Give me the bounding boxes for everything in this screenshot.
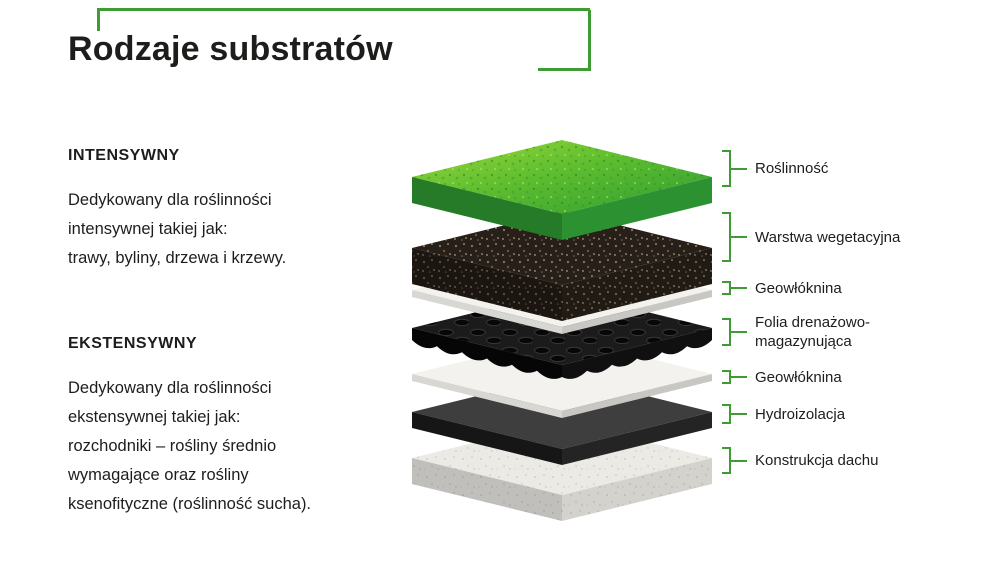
callout-drainage-foil: Folia drenażowo-magazynująca [722, 314, 905, 350]
callout-geotextile-upper: Geowłóknina [722, 279, 842, 297]
callout-bracket [722, 150, 731, 187]
callout-waterproofing: Hydroizolacja [722, 404, 845, 424]
section-body-intensywny: Dedykowany dla roślinności intensywnej t… [68, 191, 287, 267]
callout-connector-line [731, 413, 747, 415]
green-roof-layer-stack-diagram [412, 140, 712, 521]
callout-connector-line [731, 459, 747, 462]
layer-label-vegetation: Roślinność [755, 160, 829, 177]
callout-bracket [722, 404, 731, 424]
section-ekstensywny: EKSTENSYWNY Dedykowany dla roślinności e… [68, 335, 378, 519]
callout-connector-line [731, 236, 747, 238]
section-body-ekstensywny: Dedykowany dla roślinności ekstensywnej … [68, 379, 312, 513]
section-intensywny: INTENSYWNY Dedykowany dla roślinności in… [68, 147, 378, 273]
layer-grass-vegetation [412, 140, 712, 240]
callout-vegetation: Roślinność [722, 150, 828, 187]
callout-connector-line [731, 167, 747, 170]
callout-vegetation-layer: Warstwa wegetacyjna [722, 212, 900, 262]
callout-connector-line [731, 331, 747, 333]
callout-bracket [722, 318, 731, 346]
layer-label-waterproofing: Hydroizolacja [755, 405, 846, 423]
callout-connector-line [731, 376, 747, 378]
section-heading-intensywny: INTENSYWNY [68, 147, 180, 164]
layer-label-vegetation-layer: Warstwa wegetacyjna [755, 228, 901, 246]
layer-label-roof-structure: Konstrukcja dachu [755, 452, 879, 469]
page-title: Rodzaje substratów [68, 30, 393, 68]
callout-bracket [722, 281, 731, 295]
callout-connector-line [731, 287, 747, 289]
layer-label-geotextile-upper: Geowłóknina [755, 279, 842, 297]
callout-bracket [722, 212, 731, 262]
layer-substrate-soil [412, 211, 712, 321]
callout-bracket [722, 447, 731, 474]
title-accent-line-right [538, 10, 591, 71]
callout-geotextile-lower: Geowłóknina [722, 368, 842, 386]
layer-label-geotextile-lower: Geowłóknina [755, 368, 842, 386]
callout-bracket [722, 370, 731, 384]
section-heading-ekstensywny: EKSTENSYWNY [68, 335, 198, 352]
title-accent-line-top [97, 8, 590, 31]
layer-label-drainage-foil: Folia drenażowo-magazynująca [755, 314, 871, 350]
callout-roof-structure: Konstrukcja dachu [722, 447, 878, 474]
